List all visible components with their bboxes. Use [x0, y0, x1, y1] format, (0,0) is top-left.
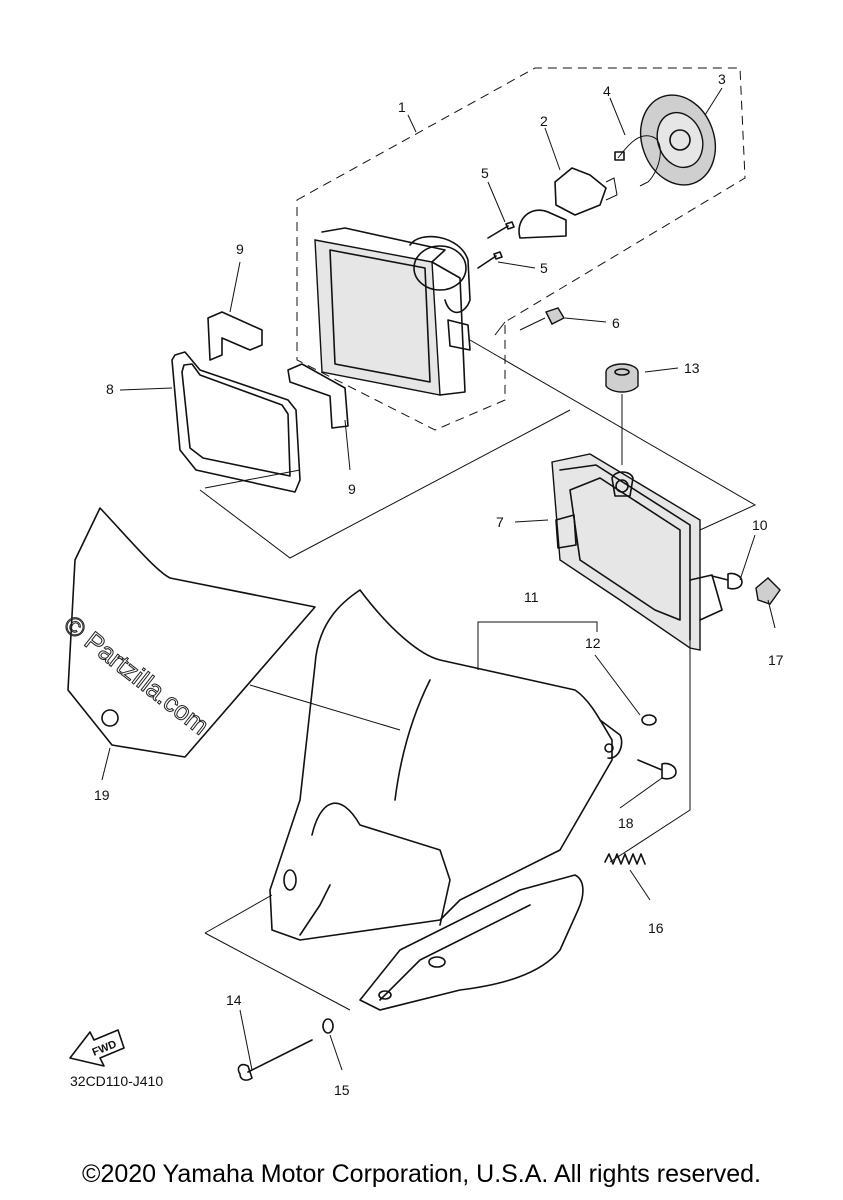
- callout-16: 16: [648, 920, 664, 936]
- headlight-bulb: [518, 167, 618, 239]
- callout-4: 4: [603, 83, 611, 99]
- headlight-bracket: [551, 453, 723, 651]
- headlight-unit: [314, 227, 471, 396]
- spring: [604, 853, 646, 865]
- lower-cover: [359, 874, 584, 1011]
- callouts: 1 2 3 4 5 5 6 7 8 9 9 10 11 12 13 14 15 …: [94, 71, 784, 1098]
- decal: [67, 507, 316, 758]
- callout-18: 18: [618, 815, 634, 831]
- watermark: © Partzilla.com: [58, 609, 215, 741]
- callout-7: 7: [496, 514, 504, 530]
- callout-12: 12: [585, 635, 601, 651]
- callout-10: 10: [752, 517, 768, 533]
- clip-nut-17: [755, 577, 781, 605]
- callout-17: 17: [768, 652, 784, 668]
- socket-terminal: [614, 151, 625, 161]
- decal-emblem: [101, 709, 119, 727]
- bolt-10: [711, 572, 743, 590]
- socket-wire: [617, 135, 661, 187]
- callout-8: 8: [106, 381, 114, 397]
- screw-lower: [477, 251, 503, 269]
- diagram-code: 32CD110-J410: [70, 1073, 163, 1089]
- headlight-seal: [171, 351, 301, 493]
- fwd-arrow: FWD: [69, 1029, 125, 1067]
- callout-15: 15: [334, 1082, 350, 1098]
- bulb-cover: [639, 94, 717, 186]
- callout-19: 19: [94, 787, 110, 803]
- seal-strip-lower: [287, 363, 349, 429]
- nut: [545, 307, 565, 325]
- callout-11: 11: [524, 589, 539, 605]
- callout-13: 13: [684, 360, 700, 376]
- callout-9-upper: 9: [236, 241, 244, 257]
- callout-6: 6: [612, 315, 620, 331]
- bolt-18: [637, 759, 677, 780]
- callout-14: 14: [226, 992, 242, 1008]
- copyright-notice: ©2020 Yamaha Motor Corporation, U.S.A. A…: [82, 1160, 761, 1188]
- washer: [322, 1018, 334, 1034]
- headlight-cowling: [269, 589, 623, 941]
- callout-9-lower: 9: [348, 481, 356, 497]
- callout-3: 3: [718, 71, 726, 87]
- callout-2: 2: [540, 113, 548, 129]
- leader-lines: [101, 87, 776, 1071]
- grommet: [605, 363, 639, 393]
- long-bolt: [237, 1039, 313, 1081]
- seal-strip-upper: [207, 311, 263, 361]
- screw-upper: [487, 221, 515, 239]
- callout-5-upper: 5: [481, 165, 489, 181]
- callout-5-lower: 5: [540, 260, 548, 276]
- callout-1: 1: [398, 99, 406, 115]
- collar: [641, 714, 657, 726]
